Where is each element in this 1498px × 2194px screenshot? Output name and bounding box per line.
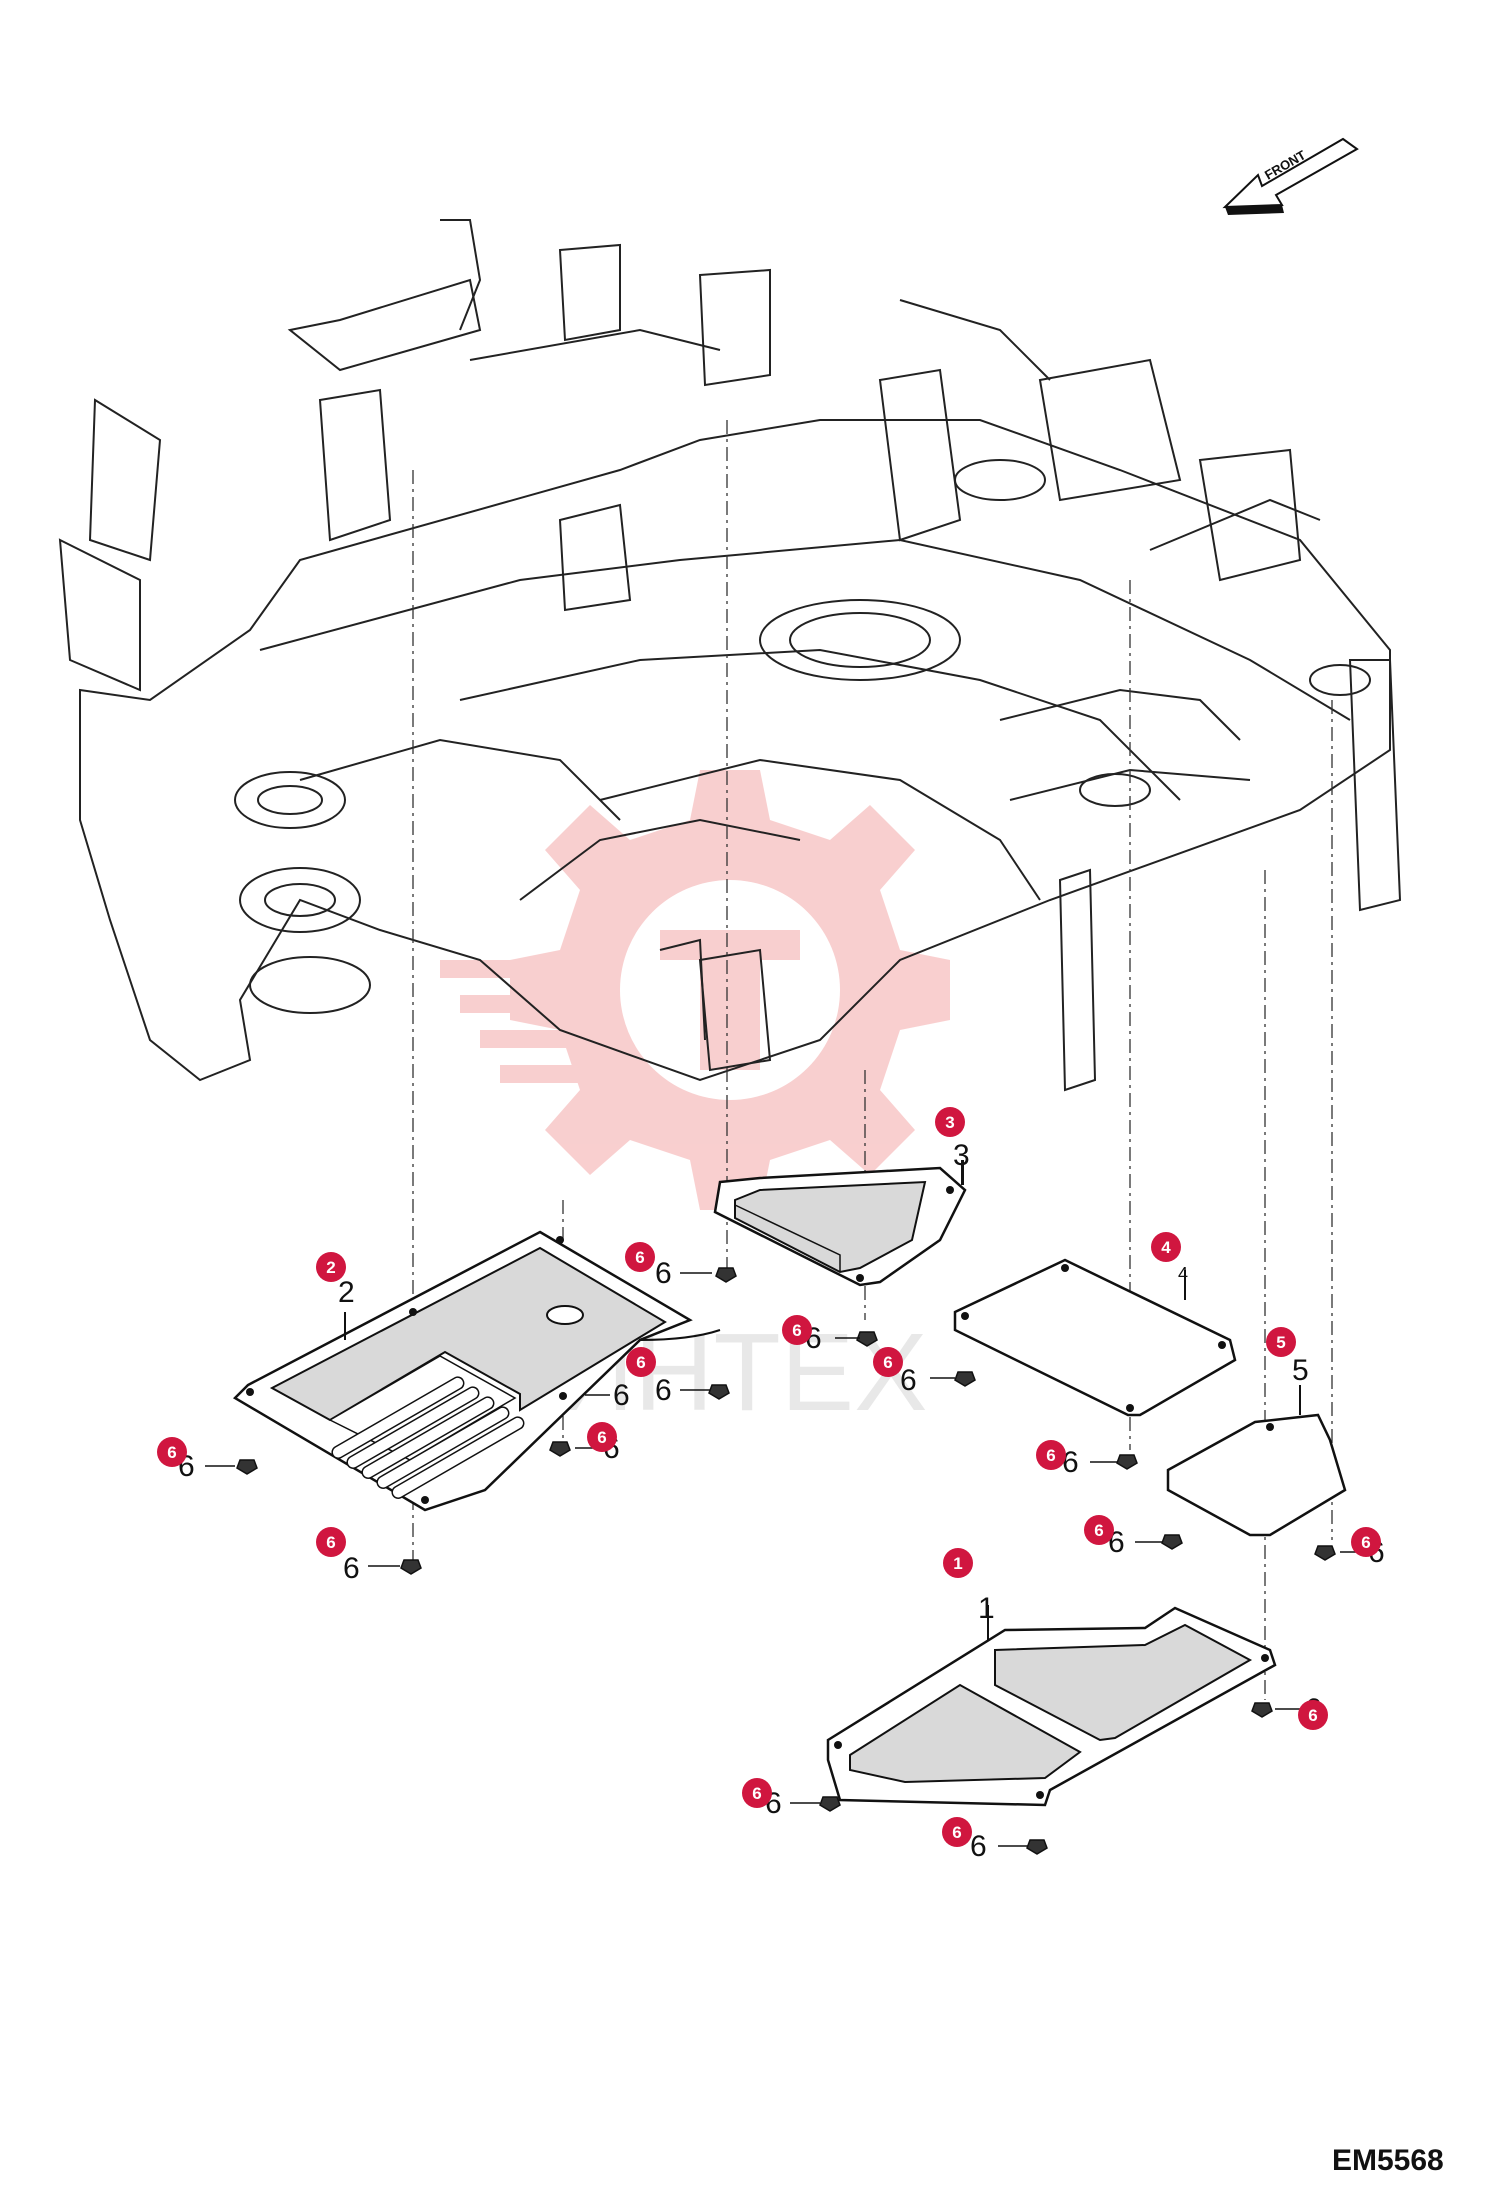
- svg-text:6: 6: [1361, 1533, 1370, 1552]
- part-2-vent-slots: [331, 1376, 525, 1499]
- callout-marker-6: 6: [587, 1422, 617, 1452]
- fastener-label: 6: [900, 1364, 917, 1397]
- bolt-icon: [715, 1267, 737, 1283]
- callout-marker-6: 6: [1084, 1515, 1114, 1545]
- svg-text:6: 6: [326, 1533, 335, 1552]
- fastener-label: 6: [655, 1374, 672, 1407]
- front-arrow-icon: FRONT: [1222, 137, 1359, 215]
- svg-text:6: 6: [636, 1353, 645, 1372]
- svg-text:6: 6: [1308, 1706, 1317, 1725]
- reference-code: EM5568: [1332, 2144, 1444, 2177]
- bolt-icon: [1161, 1534, 1183, 1550]
- callout-marker-2: 2: [316, 1252, 346, 1282]
- bolt-icon: [549, 1441, 571, 1457]
- svg-text:6: 6: [952, 1823, 961, 1842]
- callout-marker-6: 6: [625, 1242, 655, 1272]
- part-4-plate: [953, 1258, 1237, 1417]
- callout-marker-6: 6: [873, 1347, 903, 1377]
- svg-text:1: 1: [953, 1554, 962, 1573]
- svg-text:6: 6: [883, 1353, 892, 1372]
- bolt-icon: [954, 1371, 976, 1387]
- svg-text:6: 6: [1094, 1521, 1103, 1540]
- svg-text:4: 4: [1161, 1238, 1171, 1257]
- callout-marker-6: 6: [742, 1778, 772, 1808]
- part-number-2: 2: [338, 1276, 355, 1309]
- part-number-1: 1: [978, 1592, 995, 1625]
- callout-marker-4: 4: [1151, 1232, 1181, 1262]
- bolt-icon: [819, 1796, 841, 1812]
- bolt-icon: [1026, 1839, 1048, 1855]
- callout-marker-5: 5: [1266, 1327, 1296, 1357]
- callout-marker-6: 6: [1036, 1440, 1066, 1470]
- callout-marker-3: 3: [935, 1107, 965, 1137]
- svg-text:6: 6: [597, 1428, 606, 1447]
- svg-text:6: 6: [1046, 1446, 1055, 1465]
- fastener-label: 6: [655, 1257, 672, 1290]
- callout-marker-6: 6: [1298, 1700, 1328, 1730]
- callout-marker-6: 6: [626, 1347, 656, 1377]
- watermark-speed-lines: [440, 960, 580, 1083]
- callout-marker-6: 6: [157, 1437, 187, 1467]
- bolt-icon: [1116, 1454, 1138, 1470]
- callout-marker-6: 6: [782, 1315, 812, 1345]
- svg-text:6: 6: [752, 1784, 761, 1803]
- excavator-upper-frame: [58, 219, 1402, 1092]
- part-number-4: 4: [1178, 1264, 1188, 1284]
- watermark-gear-icon: [510, 770, 950, 1210]
- part-2-holes: [246, 1236, 567, 1504]
- callout-markers: 3 2 6 4 6 6 6 5 6 6 6 6 6 6 1 6 6 6 6: [157, 1107, 1381, 1847]
- callout-marker-1: 1: [943, 1548, 973, 1578]
- bolts: [236, 1267, 1336, 1855]
- part-5-plate: [1166, 1385, 1347, 1537]
- fastener-label: 6: [343, 1552, 360, 1585]
- bolt-icon: [708, 1384, 730, 1400]
- svg-text:2: 2: [326, 1258, 335, 1277]
- fastener-label: 6: [970, 1830, 987, 1863]
- callout-marker-6: 6: [942, 1817, 972, 1847]
- part-3-plate: [713, 1160, 967, 1287]
- svg-text:3: 3: [945, 1113, 954, 1132]
- part-2-plate: [232, 1230, 721, 1512]
- part-number-5: 5: [1292, 1354, 1309, 1387]
- svg-text:6: 6: [635, 1248, 644, 1267]
- bolt-icon: [400, 1559, 422, 1575]
- svg-text:6: 6: [167, 1443, 176, 1462]
- svg-text:5: 5: [1276, 1333, 1285, 1352]
- bolt-icon: [1314, 1545, 1336, 1561]
- part-number-3: 3: [953, 1139, 970, 1172]
- fastener-label: 6: [1062, 1446, 1079, 1479]
- callout-marker-6: 6: [1351, 1527, 1381, 1557]
- callout-marker-6: 6: [316, 1527, 346, 1557]
- bolt-icon: [236, 1459, 258, 1475]
- svg-text:6: 6: [792, 1321, 801, 1340]
- part-1-plate: [826, 1605, 1277, 1807]
- bolt-icon: [1251, 1702, 1273, 1718]
- fastener-label: 6: [613, 1379, 630, 1412]
